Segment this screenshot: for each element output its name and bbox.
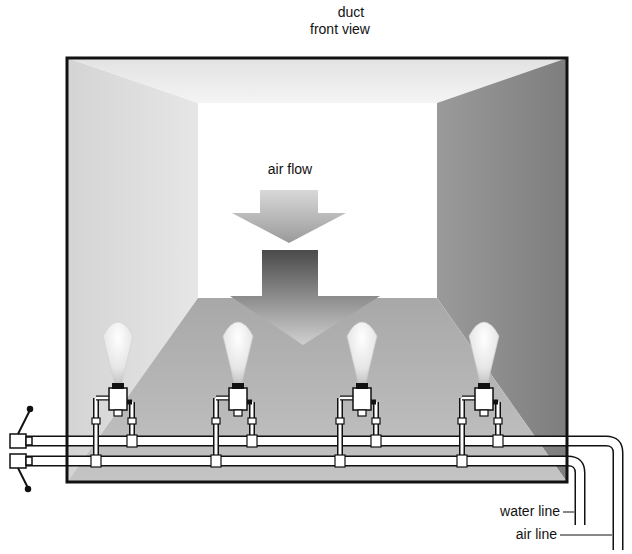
pipe-label: water line xyxy=(500,503,560,520)
pipe-label: air line xyxy=(516,526,557,543)
leader-line xyxy=(563,512,574,513)
air-flow-arrow xyxy=(232,190,346,243)
spray-nozzle xyxy=(212,322,256,461)
valve xyxy=(10,407,33,492)
leader-line xyxy=(560,535,612,536)
spray-nozzle xyxy=(458,322,502,461)
diagram-title: duct front view xyxy=(308,4,372,38)
spray-nozzle xyxy=(336,322,380,461)
flow-label: air flow xyxy=(268,161,312,178)
air-pipe xyxy=(18,441,618,550)
spray-nozzle xyxy=(92,322,136,461)
water-pipe xyxy=(18,461,580,525)
pipe-fitting xyxy=(91,435,503,467)
duct-outline xyxy=(67,58,567,482)
